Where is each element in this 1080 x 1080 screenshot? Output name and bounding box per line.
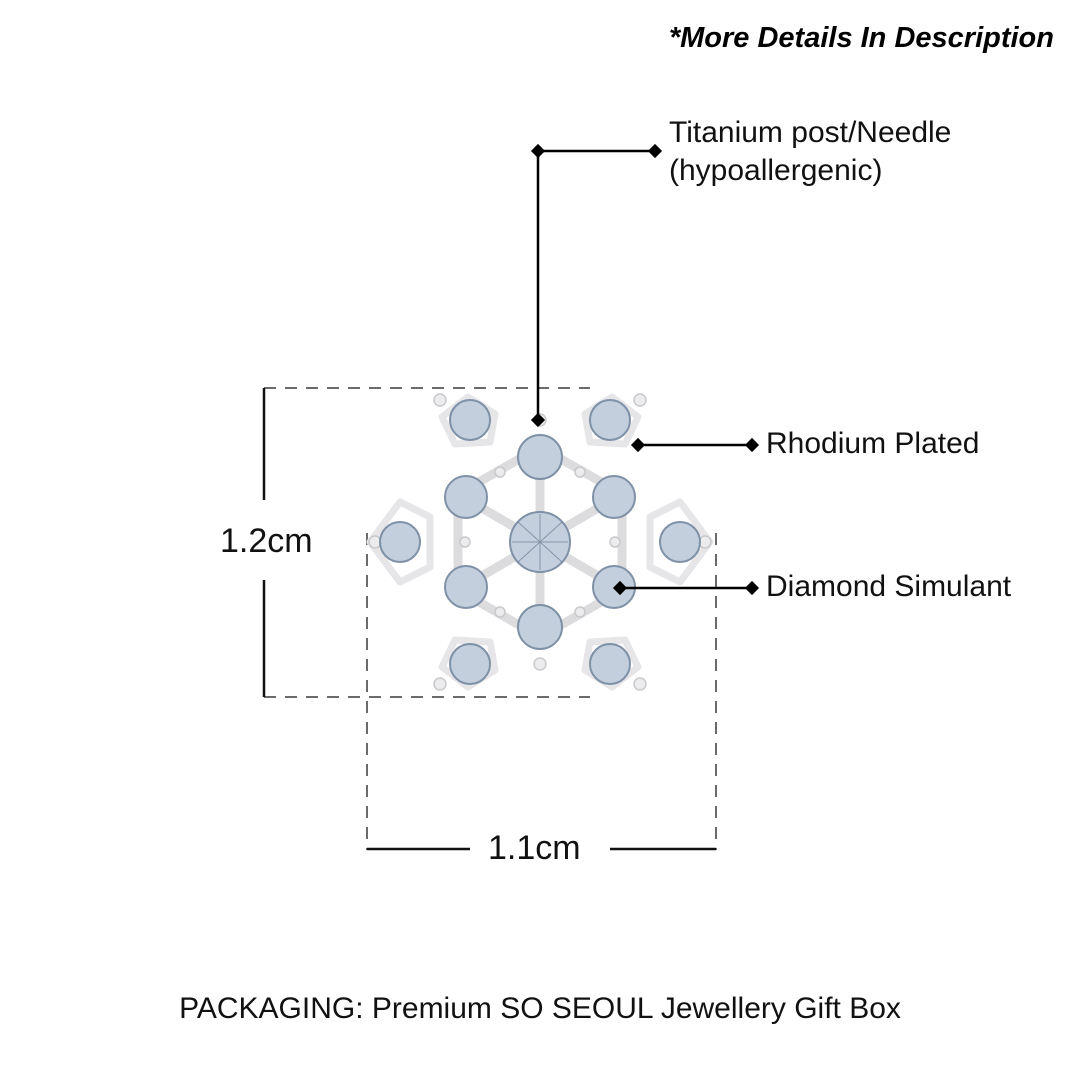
width-dimension-label: 1.1cm — [488, 829, 581, 867]
callout-diamond-simulant: Diamond Simulant — [766, 570, 1012, 603]
post-callout-leader — [530, 143, 663, 428]
callout-titanium-post-line1: Titanium post/Needle — [669, 116, 952, 149]
callout-titanium-post-line2: (hypoallergenic) — [669, 154, 883, 187]
height-dimension-label: 1.2cm — [220, 522, 313, 560]
callout-titanium-post: Titanium post/Needle (hypoallergenic) — [669, 114, 951, 190]
snowflake-earring-image — [366, 393, 714, 691]
details-note: *More Details In Description — [668, 22, 1054, 54]
packaging-note: PACKAGING: Premium SO SEOUL Jewellery Gi… — [179, 992, 901, 1025]
plating-callout-leader — [630, 437, 760, 453]
callout-rhodium-plated: Rhodium Plated — [766, 427, 980, 460]
width-dashed-box — [366, 533, 717, 850]
stone-callout-leader — [612, 580, 760, 596]
